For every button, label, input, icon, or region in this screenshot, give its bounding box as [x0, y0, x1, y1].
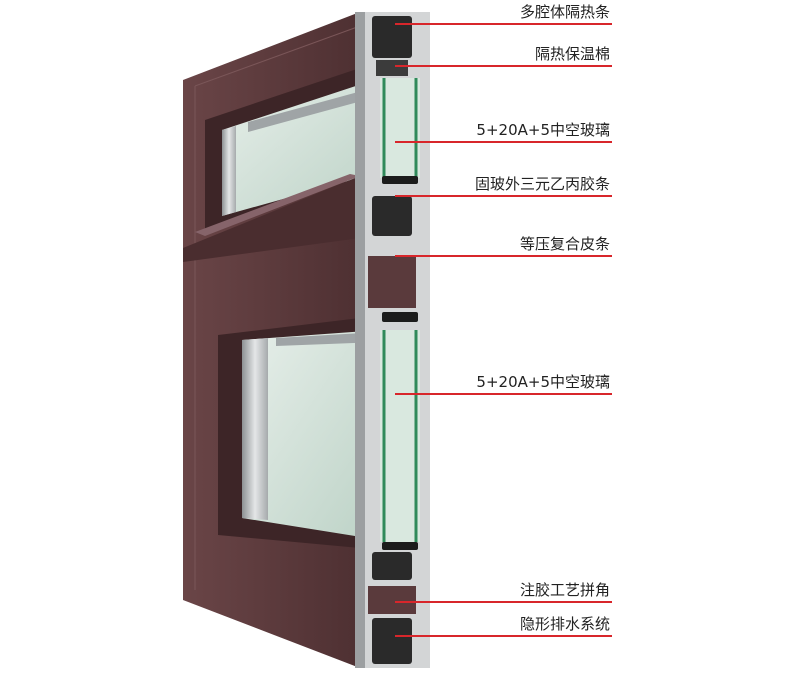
mullion-top — [195, 174, 360, 236]
gasket-top — [382, 176, 418, 184]
callout-multi-chamber-strip: 多腔体隔热条 — [519, 3, 610, 21]
callout-upper-igu: 5+20A+5中空玻璃 — [476, 121, 610, 139]
upper-igu — [380, 78, 420, 178]
frame-bevel — [194, 25, 361, 87]
lower-igu — [380, 330, 420, 542]
leader-lines — [395, 23, 612, 637]
section-profile-shade — [355, 12, 365, 668]
callout-insulation-cotton: 隔热保温棉 — [534, 45, 610, 63]
upper-inner-bead — [248, 86, 380, 132]
callout-epdm-gasket: 固玻外三元乙丙胶条 — [474, 175, 610, 193]
drain-chamber — [368, 586, 416, 614]
lower-alum-edge — [242, 338, 268, 520]
thermal-strip-top — [372, 16, 412, 58]
callout-pressure-gasket: 等压复合皮条 — [519, 235, 610, 253]
lower-glass — [242, 330, 380, 540]
insulation-cotton — [376, 60, 408, 76]
thermal-strip-mid — [372, 196, 412, 236]
callout-hidden-drainage: 隐形排水系统 — [519, 615, 610, 633]
gasket-lower — [382, 542, 418, 550]
upper-alum-edge — [222, 126, 236, 216]
thermal-strip-base — [372, 618, 412, 664]
lower-inner-bead — [276, 332, 380, 346]
callout-glued-corner: 注胶工艺拼角 — [519, 581, 610, 599]
mullion-face — [183, 176, 360, 262]
gasket-pressure — [382, 312, 418, 322]
callout-lower-igu: 5+20A+5中空玻璃 — [476, 373, 610, 391]
thermal-strip-mid2 — [368, 256, 416, 308]
thermal-strip-bottom — [372, 552, 412, 580]
